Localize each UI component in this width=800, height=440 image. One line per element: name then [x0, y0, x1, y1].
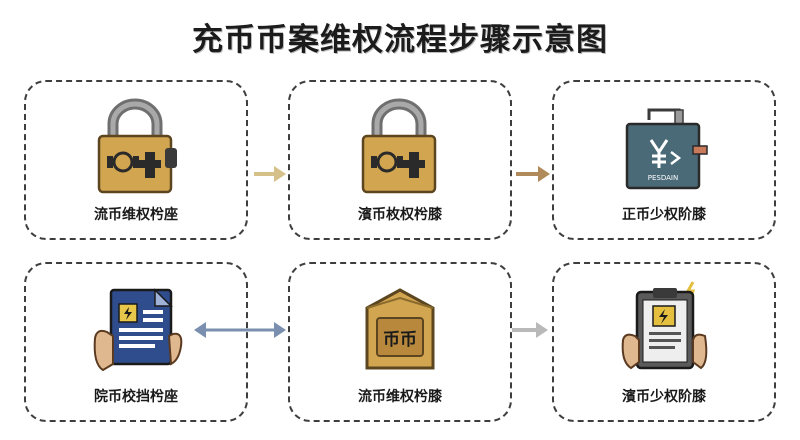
- arrow-right-icon: [516, 166, 550, 182]
- step-label-3: 正币少权阶膝: [622, 207, 706, 223]
- legal-document-icon: PESDAIN: [625, 108, 708, 190]
- step-label-4: 院币校挡枍座: [94, 389, 178, 405]
- step-card-6: 濱币少权阶膝: [552, 262, 776, 422]
- coin-box-icon: 币币: [365, 288, 435, 370]
- double-arrow-icon: [194, 322, 286, 338]
- padlock-icon: [97, 98, 177, 194]
- diagram-title: 充币币案维权流程步骤示意图: [192, 22, 608, 58]
- arrow-right-icon: [254, 166, 286, 182]
- step-card-3: PESDAIN 正币少权阶膝: [552, 80, 776, 240]
- document-caption: PESDAIN: [648, 174, 678, 182]
- step-card-4: 院币校挡枍座: [24, 262, 248, 422]
- arrow-right-icon: [512, 322, 548, 338]
- box-caption: 币币: [383, 330, 417, 350]
- step-card-1: 流币维权枍座: [24, 80, 248, 240]
- step-card-5: 币币 流币维权枍膝: [288, 262, 512, 422]
- step-label-5: 流币维权枍膝: [358, 389, 442, 405]
- step-label-2: 濱币枚权枍膝: [358, 207, 442, 223]
- step-label-6: 濱币少权阶膝: [622, 389, 706, 405]
- clipboard-icon: [621, 281, 708, 370]
- step-card-2: 濱币枚权枍膝: [288, 80, 512, 240]
- step-label-1: 流币维权枍座: [94, 207, 178, 223]
- padlock-icon: [361, 98, 437, 194]
- document-hand-icon: [93, 288, 183, 372]
